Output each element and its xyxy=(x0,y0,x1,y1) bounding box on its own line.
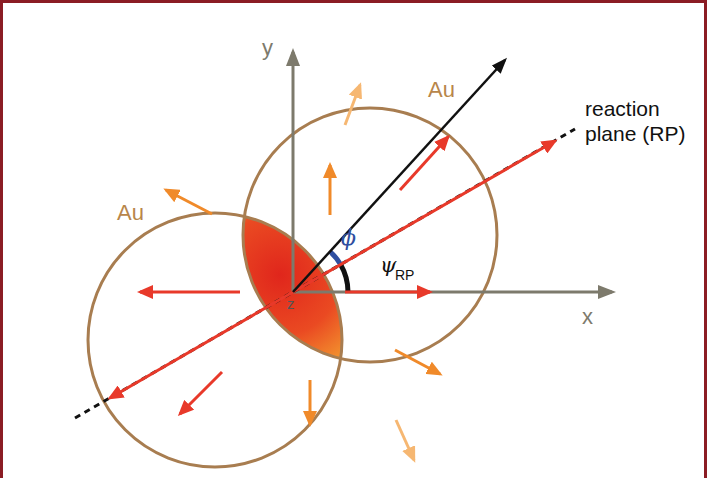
gold-nucleus-circle xyxy=(88,213,342,467)
angle-label: ψ xyxy=(380,254,396,277)
flow-arrow xyxy=(400,137,448,190)
y-axis xyxy=(292,52,295,292)
plane-label: reaction plane (RP) xyxy=(585,96,693,146)
azimuth-arrow xyxy=(293,60,505,292)
gold-nucleus-circle xyxy=(243,108,497,362)
flow-arrow xyxy=(309,380,312,424)
angle-subscript: RP xyxy=(395,268,414,283)
flow-arrow xyxy=(110,292,293,398)
phi-angle-arc xyxy=(330,252,341,265)
flow-arrow xyxy=(180,372,222,414)
flow-arrow xyxy=(329,165,332,215)
flow-arrow xyxy=(345,291,430,294)
flow-arrow xyxy=(140,291,240,294)
reaction-plane-line xyxy=(75,129,575,418)
axis-label: x xyxy=(582,305,593,329)
flow-arrow xyxy=(395,350,440,374)
nucleus-label: Au xyxy=(117,201,144,225)
flow-arrow xyxy=(396,420,414,460)
x-axis xyxy=(293,291,612,294)
flow-arrow xyxy=(345,85,360,125)
nucleus-label: Au xyxy=(428,78,455,102)
psi-angle-arc xyxy=(341,265,348,293)
angle-label: ϕ xyxy=(341,226,356,250)
axis-label: z xyxy=(287,296,295,313)
axis-label: y xyxy=(262,36,273,60)
flow-arrow xyxy=(166,190,212,214)
